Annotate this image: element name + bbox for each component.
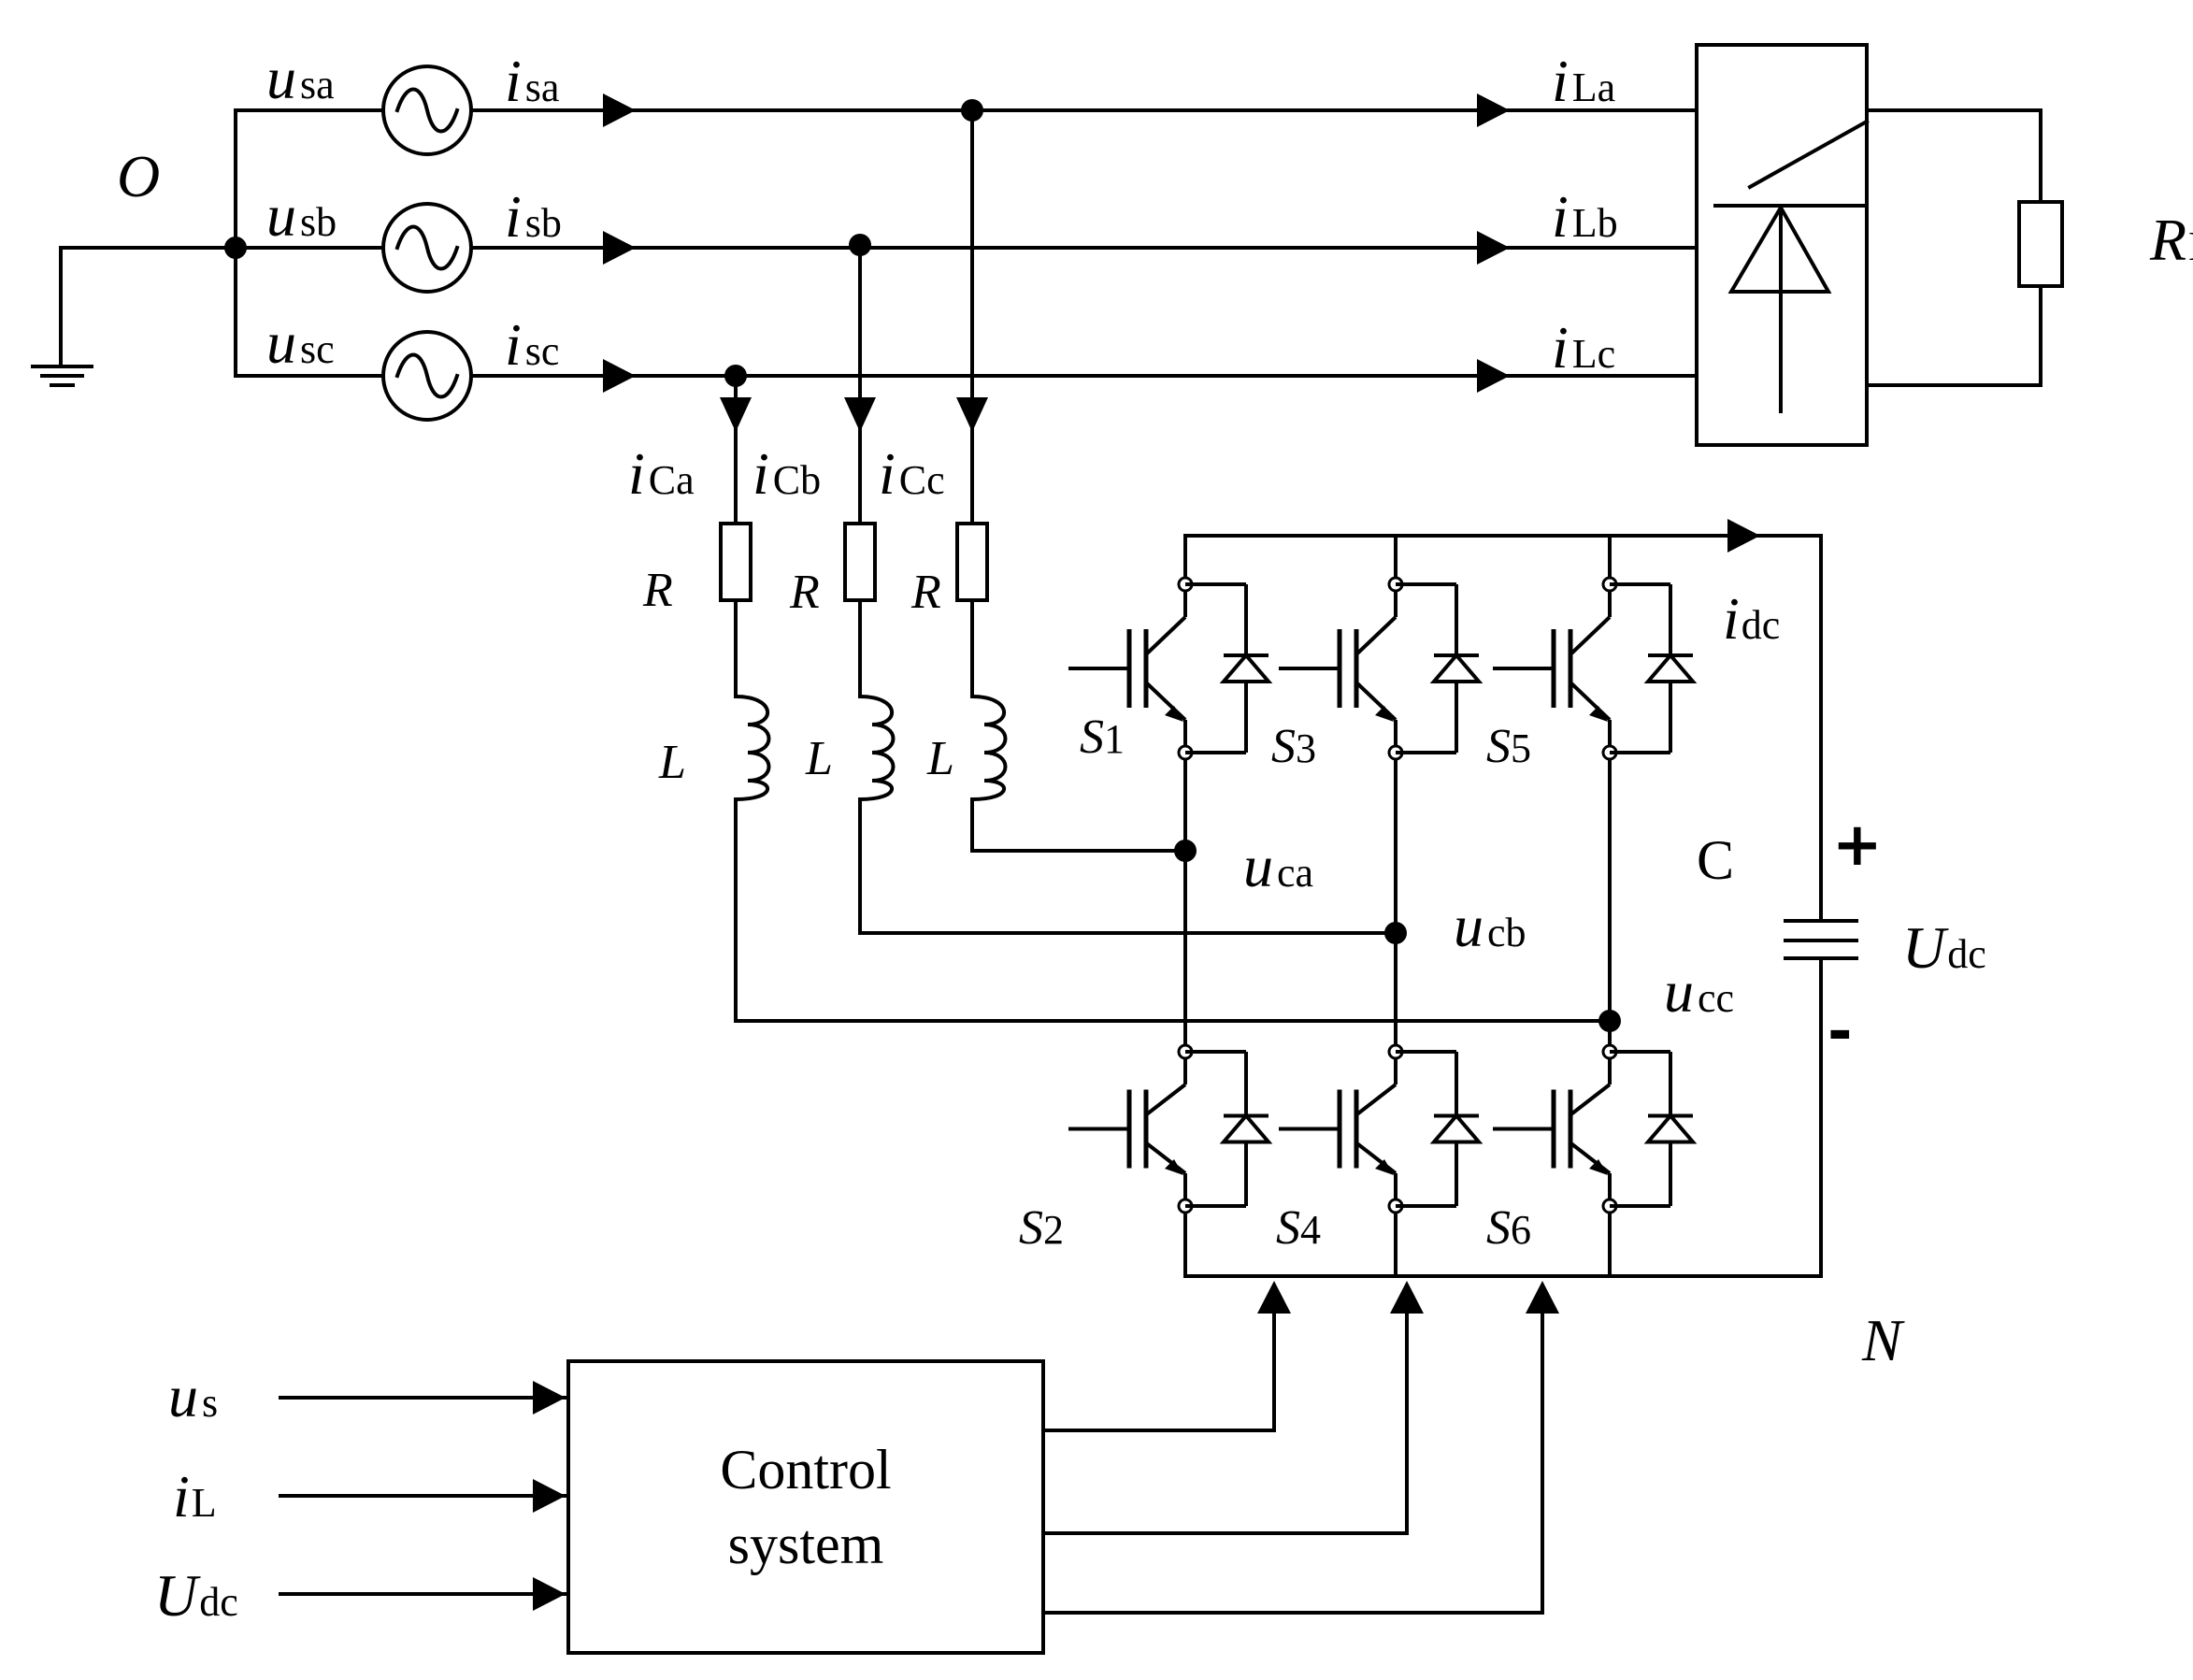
switch-s5: [1493, 576, 1698, 761]
label-R-c: R: [910, 566, 941, 619]
arrow-iLc: [1477, 359, 1510, 393]
label-L-b: L: [805, 732, 833, 785]
arrow-iLa: [1477, 93, 1510, 127]
ground-symbol: [31, 246, 237, 387]
label-input-iL: iL: [173, 1463, 217, 1529]
node-uca: [1174, 840, 1197, 862]
label-isc: isc: [505, 311, 559, 378]
label-iCa: iCa: [628, 440, 695, 507]
label-input-us: us: [168, 1363, 218, 1429]
label-L-c: L: [926, 732, 954, 785]
label-iCc: iCc: [879, 440, 945, 507]
switch-s4: [1279, 1043, 1484, 1214]
node-ucc: [1598, 1010, 1621, 1032]
igbt-switches: [1068, 576, 1698, 1214]
arrow-idc: [1727, 519, 1760, 553]
arrow-isb: [603, 231, 636, 265]
label-idc: idc: [1723, 585, 1780, 652]
label-ucc: ucc: [1664, 958, 1734, 1025]
filter-branch-c: [955, 108, 1187, 853]
label-Udc-capacitor: Udc: [1902, 914, 1986, 981]
control-label-line1: Control: [720, 1439, 891, 1501]
control-label-line2: system: [728, 1514, 884, 1575]
label-capacitor: C: [1697, 829, 1734, 891]
label-S3: S3: [1271, 720, 1316, 773]
label-R-a: R: [642, 564, 673, 617]
label-uca: uca: [1243, 833, 1313, 899]
source-b: [381, 202, 473, 294]
arrow-isa: [603, 93, 636, 127]
label-usa: usa: [266, 45, 335, 111]
source-c: [381, 330, 473, 422]
label-RL: RL: [2149, 207, 2193, 273]
switch-s6: [1493, 1043, 1698, 1214]
arrow-iLb: [1477, 231, 1510, 265]
label-iCb: iCb: [752, 440, 821, 507]
label-L-a: L: [658, 736, 686, 789]
label-ucb: ucb: [1454, 893, 1526, 959]
label-usb: usb: [266, 182, 337, 249]
phase-lines: [469, 93, 1698, 393]
rectifier-block: [1695, 43, 2064, 447]
switch-s1: [1068, 576, 1273, 761]
label-iLc: iLc: [1552, 314, 1615, 381]
source-a: [381, 65, 473, 156]
label-usc: usc: [266, 309, 335, 376]
switch-s2: [1068, 1043, 1273, 1214]
label-isb: isb: [505, 183, 562, 250]
load-resistor: [2017, 200, 2064, 288]
node-ucb: [1384, 922, 1407, 944]
arrow-isc: [603, 359, 636, 393]
label-S1: S1: [1080, 711, 1125, 764]
label-isa: isa: [505, 48, 559, 114]
control-system-block: [279, 1281, 1559, 1655]
label-S5: S5: [1486, 720, 1531, 773]
label-iLb: iLb: [1552, 183, 1618, 250]
label-input-Udc: Udc: [154, 1562, 238, 1629]
label-S6: S6: [1486, 1201, 1531, 1255]
switch-s3: [1279, 576, 1484, 761]
label-minus: -: [1828, 998, 1853, 1067]
filter-branch-a: [719, 374, 1612, 1023]
labels: O usa usb usc isa isb isc iLa iLb iLc RL…: [117, 45, 2193, 1629]
label-iLa: iLa: [1552, 48, 1615, 114]
label-plus: +: [1832, 811, 1883, 880]
label-N: N: [1861, 1307, 1905, 1373]
source-neutral-bus: [224, 108, 385, 378]
label-origin: O: [117, 143, 160, 209]
filter-branch-b: [843, 243, 1398, 935]
label-R-b: R: [789, 566, 820, 619]
label-S4: S4: [1276, 1201, 1321, 1255]
label-S2: S2: [1019, 1201, 1064, 1255]
